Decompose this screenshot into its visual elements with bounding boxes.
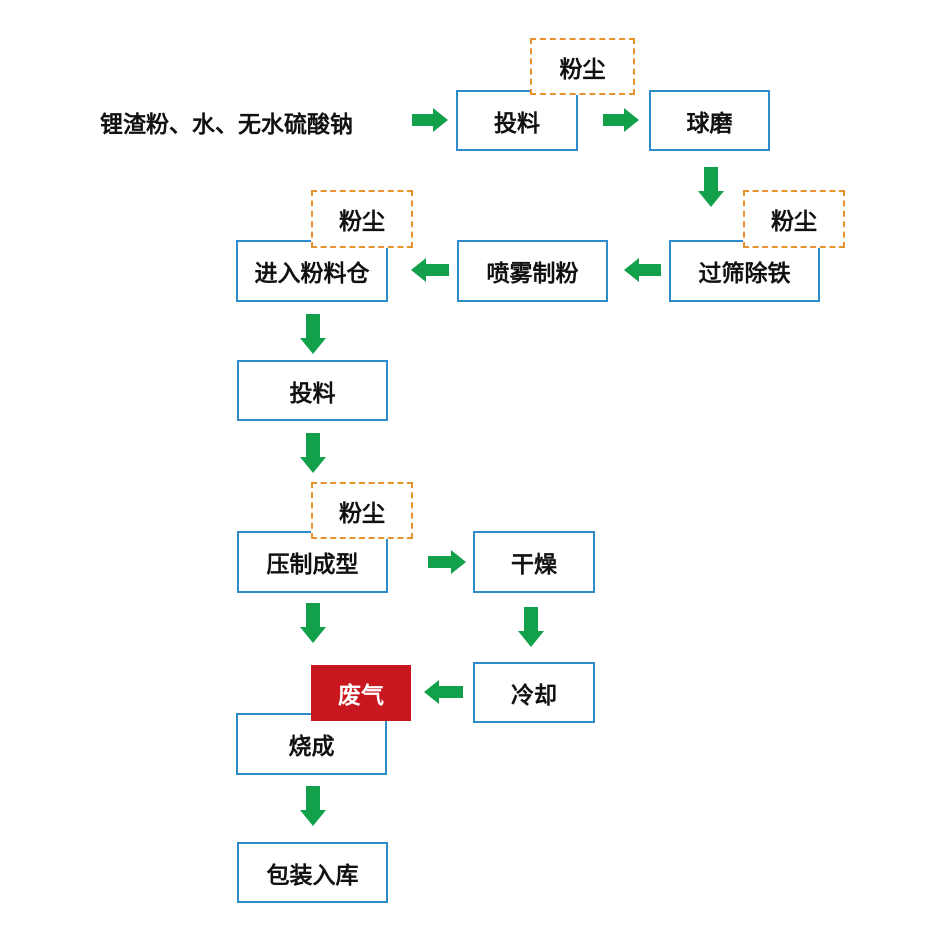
input-materials-label: 锂渣粉、水、无水硫酸钠 xyxy=(100,112,353,138)
step-feed-2: 投料 xyxy=(237,360,388,421)
arrow-right-icon xyxy=(603,108,639,132)
step-spray-powder: 喷雾制粉 xyxy=(457,240,608,302)
step-ball-mill: 球磨 xyxy=(649,90,770,151)
step-powder-silo: 进入粉料仓 xyxy=(236,240,388,302)
step-drying: 干燥 xyxy=(473,531,595,593)
arrow-left-icon xyxy=(411,258,449,282)
step-packing-storage: 包装入库 xyxy=(237,842,388,903)
arrow-down-icon xyxy=(300,786,326,826)
step-press-forming: 压制成型 xyxy=(237,531,388,593)
dust-emission-sieve: 粉尘 xyxy=(743,190,845,248)
dust-emission-press: 粉尘 xyxy=(311,482,413,539)
arrow-down-icon xyxy=(300,603,326,643)
step-firing: 烧成 xyxy=(236,713,387,775)
step-sieve-iron-removal: 过筛除铁 xyxy=(669,240,820,302)
dust-emission-silo: 粉尘 xyxy=(311,190,413,248)
arrow-right-icon xyxy=(428,550,466,574)
arrow-right-icon xyxy=(412,108,448,132)
arrow-down-icon xyxy=(518,607,544,647)
step-feed-1: 投料 xyxy=(456,90,578,151)
arrow-left-icon xyxy=(624,258,661,282)
arrow-down-icon xyxy=(300,314,326,354)
arrow-down-icon xyxy=(698,167,724,207)
dust-emission-feed: 粉尘 xyxy=(530,38,635,95)
arrow-down-icon xyxy=(300,433,326,473)
step-cooling: 冷却 xyxy=(473,662,595,723)
waste-gas-emission: 废气 xyxy=(311,665,411,721)
arrow-left-icon xyxy=(424,680,463,704)
